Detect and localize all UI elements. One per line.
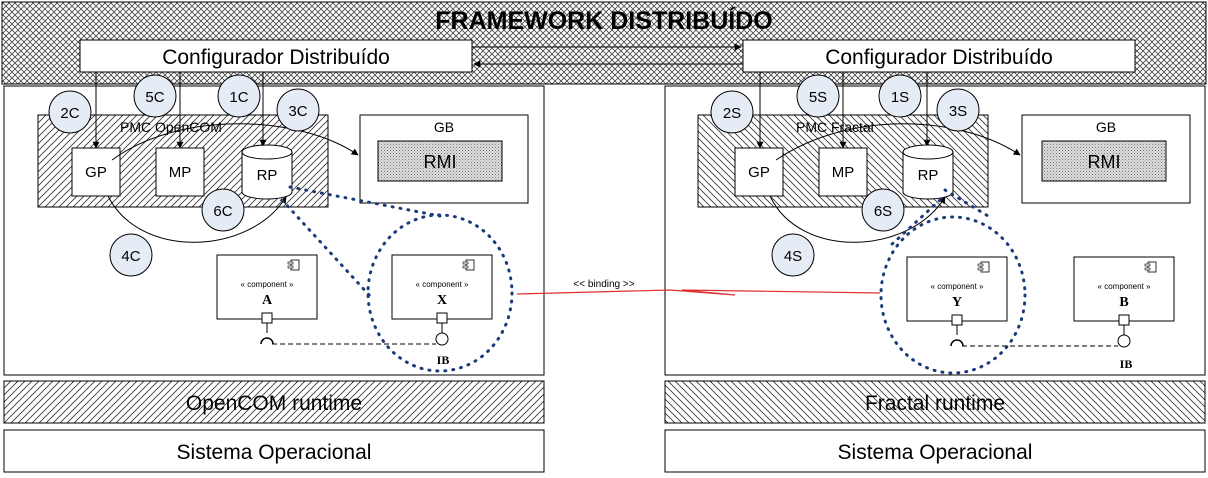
right-gp-box [734, 147, 784, 197]
left-step-3c: 3C [276, 88, 320, 132]
svg-text:3S: 3S [949, 103, 967, 120]
right-runtime-bar [664, 380, 1206, 424]
right-dotted-circle [879, 215, 1027, 375]
svg-text:2C: 2C [60, 105, 79, 122]
left-configurador-label: Configurador Distribuído [162, 46, 390, 69]
component-x: « component » X [391, 254, 493, 346]
component-a: « component » A [216, 254, 318, 345]
left-gb-label: GB [434, 119, 454, 135]
right-gb-label: GB [1096, 119, 1116, 135]
right-os-bar [664, 429, 1206, 473]
left-step-1c: 1C [217, 74, 261, 118]
svg-text:1S: 1S [891, 89, 909, 106]
right-step-1s: 1S [878, 74, 922, 118]
right-step-5s: 5S [796, 74, 840, 118]
right-rmi-label: RMI [1088, 152, 1121, 172]
component-b: « component » B [1073, 256, 1175, 348]
left-gp-label: GP [85, 164, 107, 181]
svg-text:5C: 5C [145, 89, 164, 106]
right-step-6s: 6S [861, 188, 905, 232]
component-x-name: X [437, 293, 447, 308]
binding-line [516, 289, 881, 296]
component-a-name: A [262, 293, 273, 308]
right-mp-box [818, 147, 868, 197]
left-runtime-label: OpenCOM runtime [186, 392, 362, 415]
left-rmi-box [377, 140, 503, 182]
left-dotted-line-b [280, 198, 372, 298]
left-os-label: Sistema Operacional [177, 441, 372, 464]
left-rmi-label: RMI [424, 152, 457, 172]
right-curve-gp-to-rmi [775, 123, 1021, 161]
svg-text:2S: 2S [723, 105, 741, 122]
left-pmc-label: PMC OpenCOM [120, 119, 222, 135]
right-configurador-box [742, 39, 1136, 73]
left-step-5c: 5C [133, 74, 177, 118]
component-a-stereotype: « component » [241, 280, 294, 289]
svg-text:6S: 6S [874, 203, 892, 220]
framework-title: FRAMEWORK DISTRIBUÍDO [435, 6, 772, 35]
binding-label: << binding >> [573, 279, 634, 290]
component-y: « component » Y [906, 256, 1008, 347]
left-os-bar [3, 429, 545, 473]
svg-text:4S: 4S [784, 248, 802, 265]
component-y-stereotype: « component » [931, 282, 984, 291]
left-rp-cylinder [241, 144, 293, 200]
right-dotted-line-b [888, 198, 942, 248]
component-b-name: B [1119, 295, 1128, 310]
right-dotted-line-a [943, 188, 990, 218]
left-rp-label: RP [257, 167, 278, 184]
right-gp-label: GP [748, 164, 770, 181]
svg-text:5S: 5S [809, 89, 827, 106]
right-step-2s: 2S [710, 90, 754, 134]
right-ib-label: IB [1120, 357, 1133, 371]
left-step-2c: 2C [48, 90, 92, 134]
left-configurador-box [79, 39, 473, 73]
svg-text:1C: 1C [229, 89, 248, 106]
svg-text:3C: 3C [288, 103, 307, 120]
right-runtime-label: Fractal runtime [865, 392, 1005, 415]
left-mp-label: MP [169, 164, 192, 181]
component-y-name: Y [952, 295, 962, 310]
right-configurador-label: Configurador Distribuído [825, 46, 1053, 69]
svg-text:4C: 4C [121, 248, 140, 265]
left-ib-label: IB [437, 353, 450, 367]
right-step-4s: 4S [771, 233, 815, 277]
right-curve-gp-to-rp [769, 195, 946, 243]
right-step-3s: 3S [936, 88, 980, 132]
left-runtime-bar [3, 380, 545, 424]
left-curve-gp-to-rp [107, 195, 287, 243]
left-step-6c: 6C [201, 188, 245, 232]
left-step-4c: 4C [109, 233, 153, 277]
right-mp-label: MP [832, 164, 855, 181]
right-rp-cylinder [902, 144, 954, 200]
component-b-stereotype: « component » [1098, 282, 1151, 291]
component-x-stereotype: « component » [416, 280, 469, 289]
left-dotted-line-a [288, 185, 442, 218]
left-gp-box [71, 147, 121, 197]
left-curve-gp-to-rmi [111, 123, 359, 161]
right-rp-label: RP [918, 167, 939, 184]
svg-text:6C: 6C [213, 203, 232, 220]
left-mp-box [155, 147, 205, 197]
right-rmi-box [1041, 140, 1167, 182]
right-pmc-label: PMC Fractal [796, 119, 874, 135]
right-os-label: Sistema Operacional [838, 441, 1033, 464]
